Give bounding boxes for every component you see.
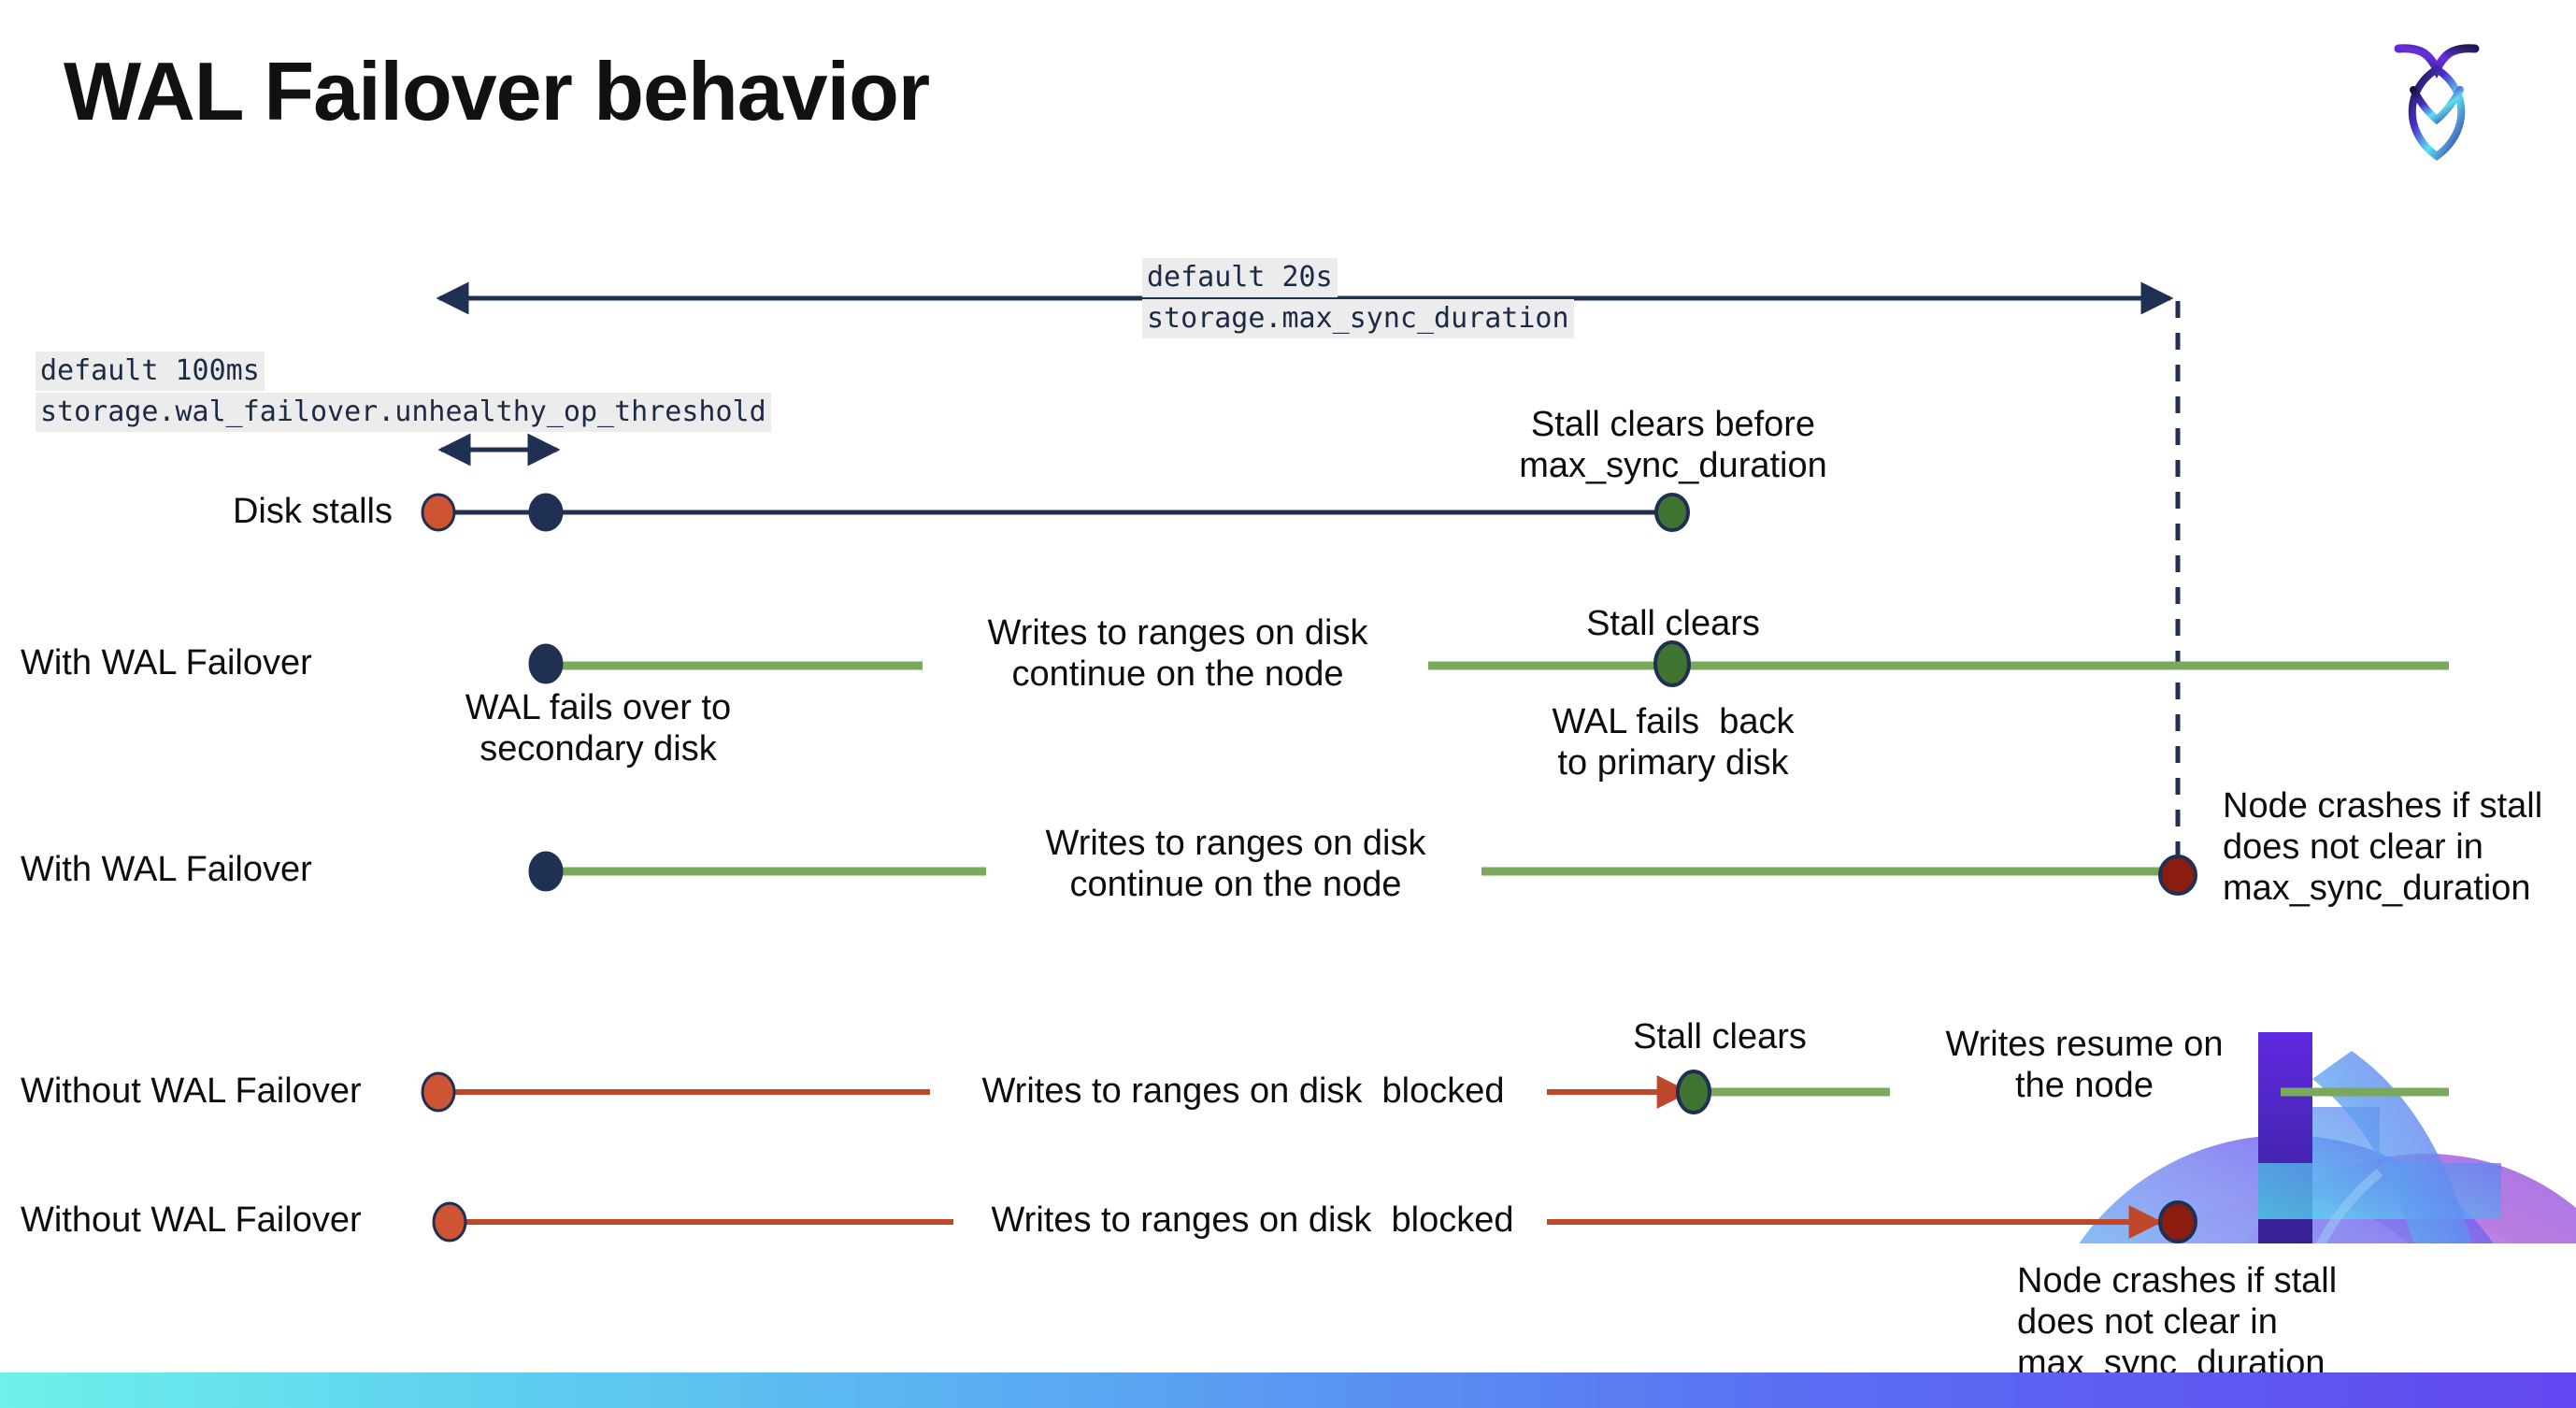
row-label-disk-stalls: Disk stalls bbox=[232, 492, 393, 531]
row-label-without-wal-failover-1: Without WAL Failover bbox=[21, 1071, 362, 1111]
callout-writes-blocked-1: Writes to ranges on disk blocked bbox=[981, 1071, 1505, 1111]
stall-clear-dot bbox=[1654, 493, 1690, 532]
stall-start-dot bbox=[432, 1201, 467, 1243]
row-label-without-wal-failover-2: Without WAL Failover bbox=[21, 1200, 362, 1240]
unhealthy-op-setting-label: storage.wal_failover.unhealthy_op_thresh… bbox=[36, 393, 771, 432]
bottom-gradient-bar bbox=[0, 1372, 2576, 1408]
unhealthy-op-default-label: default 100ms bbox=[36, 352, 265, 391]
callout-wal-fails-back: WAL fails back to primary disk bbox=[1552, 702, 1795, 783]
failover-dot bbox=[528, 643, 564, 684]
row-label-with-wal-failover-2: With WAL Failover bbox=[21, 850, 312, 889]
callout-writes-resume: Writes resume on the node bbox=[1945, 1025, 2224, 1106]
max-sync-setting-label: storage.max_sync_duration bbox=[1142, 299, 1574, 338]
callout-wal-fails-over: WAL fails over to secondary disk bbox=[465, 688, 732, 769]
callout-stall-clears-2: Stall clears bbox=[1633, 1017, 1807, 1056]
row-with-wal-failover-1-graphics bbox=[528, 640, 2449, 687]
callout-node-crashes-1: Node crashes if stall does not clear in … bbox=[2223, 786, 2543, 909]
stall-start-dot bbox=[421, 1071, 456, 1113]
callout-stall-clears-before: Stall clears before max_sync_duration bbox=[1519, 405, 1827, 486]
max-sync-default-label: default 20s bbox=[1142, 258, 1338, 297]
callout-writes-continue-1: Writes to ranges on disk continue on the… bbox=[987, 613, 1368, 695]
cockroachdb-logo-icon bbox=[2385, 32, 2488, 163]
page-title: WAL Failover behavior bbox=[64, 45, 930, 137]
failover-dot bbox=[528, 851, 564, 892]
stall-clear-dot bbox=[1676, 1070, 1711, 1114]
stall-clear-dot bbox=[1653, 640, 1691, 687]
row-disk-stalls-graphics bbox=[421, 493, 1690, 532]
row-label-with-wal-failover-1: With WAL Failover bbox=[21, 643, 312, 682]
callout-node-crashes-2: Node crashes if stall does not clear in … bbox=[2017, 1261, 2338, 1384]
callout-writes-continue-2: Writes to ranges on disk continue on the… bbox=[1045, 824, 1426, 905]
failover-dot bbox=[528, 493, 564, 532]
stall-start-dot bbox=[421, 493, 456, 532]
callout-writes-blocked-2: Writes to ranges on disk blocked bbox=[991, 1200, 1514, 1240]
callout-stall-clears-1: Stall clears bbox=[1586, 604, 1760, 643]
